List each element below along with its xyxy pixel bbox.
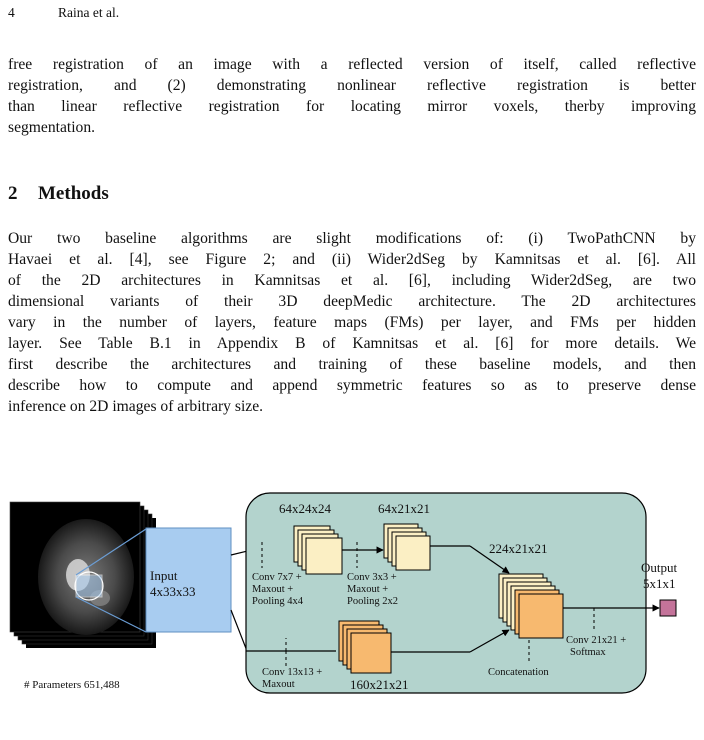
architecture-figure: Input 4x33x33 64x24x24 64x21x21 Conv 7x7… <box>9 492 678 694</box>
bottom-block-size-label: 160x21x21 <box>350 677 409 692</box>
conv2-label-line2: Maxout + <box>347 584 388 595</box>
concat-label: Concatenation <box>488 667 549 678</box>
conv3-label-line2: Maxout <box>262 679 295 690</box>
output-label: Output <box>641 560 678 575</box>
text-line: segmentation. <box>8 119 96 136</box>
conv4-label-line1: Conv 21x21 + <box>566 635 626 646</box>
conv1-label-line2: Maxout + <box>252 584 293 595</box>
text-line: describe how to compute and append symme… <box>8 377 696 394</box>
section-title: Methods <box>38 183 109 204</box>
text-line: of the 2D architectures in Kamnitsas et … <box>8 272 696 289</box>
page-number: 4 <box>8 5 15 20</box>
intro-paragraph: free registration of an image with a ref… <box>8 54 696 138</box>
conv2-label-line3: Pooling 2x2 <box>347 596 398 607</box>
text-line: Havaei et al. [4], see Figure 2; and (ii… <box>8 251 696 268</box>
text-line: than linear reflective registration for … <box>8 98 696 115</box>
output-node <box>659 599 677 617</box>
text-line: Our two baseline algorithms are slight m… <box>8 230 696 247</box>
text-line: registration, and (2) demonstrating nonl… <box>8 77 696 94</box>
conv3-label-line1: Conv 13x13 + <box>262 667 322 678</box>
conv-block-2 <box>383 523 431 571</box>
section-number: 2 <box>8 183 18 204</box>
block1-size-label: 64x24x24 <box>279 501 332 516</box>
concat-size-label: 224x21x21 <box>489 541 548 556</box>
running-title: Raina et al. <box>58 5 120 20</box>
input-label: Input <box>150 568 178 583</box>
conv-block-3 <box>338 620 392 674</box>
parameters-label: # Parameters 651,488 <box>24 679 120 691</box>
block2-size-label: 64x21x21 <box>378 501 430 516</box>
text-line: free registration of an image with a ref… <box>8 56 696 73</box>
conv1-label-line3: Pooling 4x4 <box>252 596 304 607</box>
mri-slice-stack <box>9 501 156 648</box>
concat-block <box>498 573 564 639</box>
output-size: 5x1x1 <box>643 576 676 591</box>
network-panel <box>245 492 647 694</box>
conv1-label-line1: Conv 7x7 + <box>252 572 302 583</box>
text-line: inference on 2D images of arbitrary size… <box>8 398 264 415</box>
section-heading: 2 Methods <box>8 183 109 205</box>
conv2-label-line1: Conv 3x3 + <box>347 572 397 583</box>
conv-block-1 <box>293 525 343 575</box>
text-line: layer. See Table B.1 in Appendix B of Ka… <box>8 335 696 352</box>
text-line: vary in the number of layers, feature ma… <box>8 314 696 331</box>
input-size: 4x33x33 <box>150 584 196 599</box>
conv4-label-line2: Softmax <box>570 647 606 658</box>
methods-paragraph: Our two baseline algorithms are slight m… <box>8 228 696 417</box>
input-patch <box>145 527 232 633</box>
running-header: 4 Raina et al. <box>8 5 119 21</box>
patch-circle <box>74 571 104 601</box>
text-line: dimensional variants of their 3D deepMed… <box>8 293 696 310</box>
text-line: first describe the architectures and tra… <box>8 356 696 373</box>
